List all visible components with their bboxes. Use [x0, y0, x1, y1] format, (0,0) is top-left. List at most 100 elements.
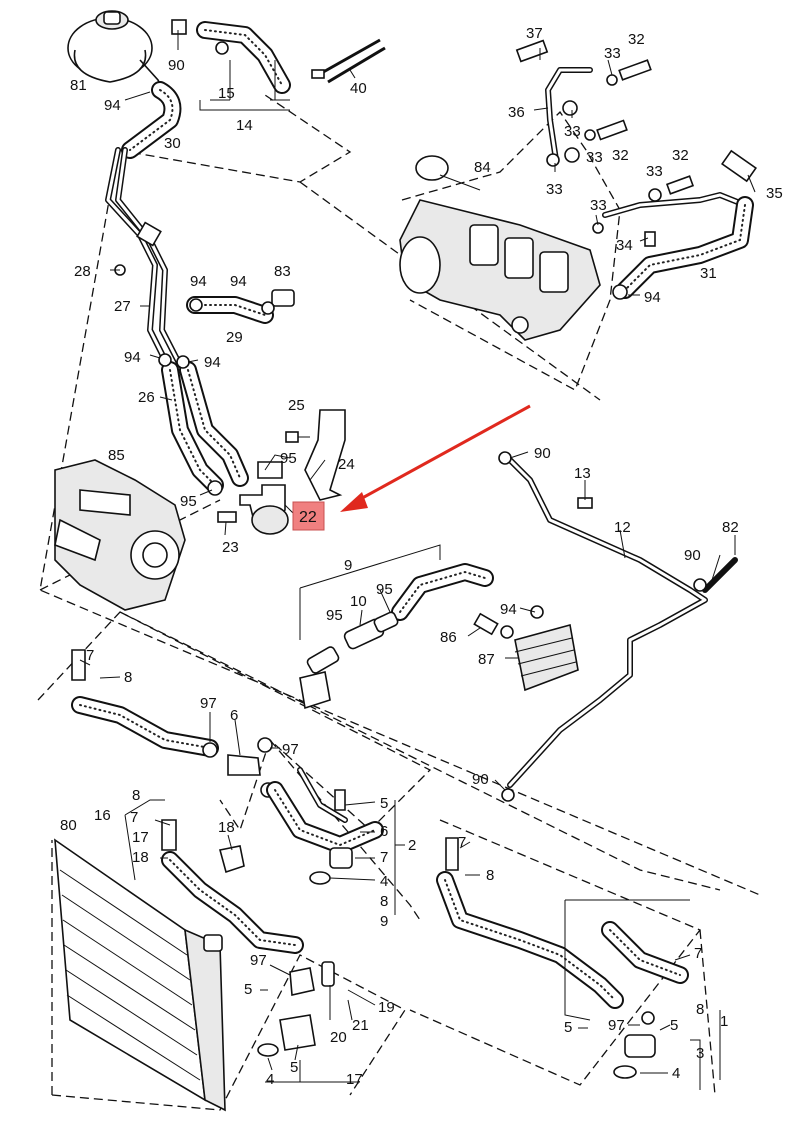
label-37: 37 — [526, 25, 543, 42]
label-32: 32 — [672, 147, 689, 164]
label-5: 5 — [670, 1017, 678, 1034]
part-labels: 81 90 15 14 40 94 30 28 27 94 94 83 29 9… — [60, 25, 783, 1088]
label-7: 7 — [458, 834, 466, 851]
hose-6-8 — [71, 649, 276, 798]
pipe-27 — [105, 147, 183, 368]
label-27: 27 — [114, 298, 131, 315]
label-7: 7 — [86, 647, 94, 664]
label-97: 97 — [608, 1017, 625, 1034]
label-40: 40 — [350, 80, 367, 97]
expansion-tank — [67, 10, 163, 89]
label-1: 1 — [720, 1013, 728, 1030]
radiator-80 — [54, 838, 226, 1112]
label-14: 14 — [236, 117, 253, 134]
label-18: 18 — [218, 819, 235, 836]
label-94: 94 — [644, 289, 661, 306]
label-94: 94 — [500, 601, 517, 618]
label-84: 84 — [474, 159, 491, 176]
label-85: 85 — [108, 447, 125, 464]
highlighted-part-22: 22 — [292, 501, 325, 531]
label-34: 34 — [616, 237, 633, 254]
label-16: 16 — [94, 807, 111, 824]
label-81: 81 — [70, 77, 87, 94]
label-86: 86 — [440, 629, 457, 646]
label-35: 35 — [766, 185, 783, 202]
part-22-housing — [217, 409, 346, 535]
label-90: 90 — [534, 445, 551, 462]
label-31: 31 — [700, 265, 717, 282]
label-80: 80 — [60, 817, 77, 834]
label-8: 8 — [486, 867, 494, 884]
label-26: 26 — [138, 389, 155, 406]
label-15: 15 — [218, 85, 235, 102]
label-33: 33 — [564, 123, 581, 140]
label-13: 13 — [574, 465, 591, 482]
label-95: 95 — [376, 581, 393, 598]
label-90: 90 — [472, 771, 489, 788]
label-94: 94 — [124, 349, 141, 366]
hose-9 — [299, 563, 494, 710]
label-7: 7 — [130, 809, 138, 826]
label-4: 4 — [672, 1065, 680, 1082]
hose-29 — [186, 289, 295, 324]
label-18: 18 — [132, 849, 149, 866]
label-12: 12 — [614, 519, 631, 536]
label-25: 25 — [288, 397, 305, 414]
label-94: 94 — [190, 273, 207, 290]
label-10: 10 — [350, 593, 367, 610]
label-8: 8 — [380, 893, 388, 910]
label-30: 30 — [164, 135, 181, 152]
label-8: 8 — [696, 1001, 704, 1018]
label-33: 33 — [604, 45, 621, 62]
label-94: 94 — [204, 354, 221, 371]
label-2: 2 — [408, 837, 416, 854]
label-17: 17 — [132, 829, 149, 846]
label-83: 83 — [274, 263, 291, 280]
label-33: 33 — [646, 163, 663, 180]
leader-lines — [79, 30, 756, 1090]
label-6: 6 — [380, 823, 388, 840]
label-9: 9 — [344, 557, 352, 574]
label-87: 87 — [478, 651, 495, 668]
label-5: 5 — [244, 981, 252, 998]
rods-40 — [311, 38, 386, 84]
label-3: 3 — [696, 1045, 704, 1062]
label-5: 5 — [564, 1019, 572, 1036]
label-5: 5 — [380, 795, 388, 812]
hose-2 — [266, 767, 384, 885]
turbo-coolant-pipes — [515, 39, 757, 300]
label-36: 36 — [508, 104, 525, 121]
hose-26 — [158, 353, 249, 496]
label-7: 7 — [694, 945, 702, 962]
hose-14 — [171, 19, 291, 94]
label-7: 7 — [380, 849, 388, 866]
label-95: 95 — [180, 493, 197, 510]
label-94: 94 — [230, 273, 247, 290]
label-6: 6 — [230, 707, 238, 724]
label-8: 8 — [124, 669, 132, 686]
label-4: 4 — [380, 873, 388, 890]
label-95: 95 — [326, 607, 343, 624]
label-22: 22 — [299, 509, 317, 526]
label-5: 5 — [290, 1059, 298, 1076]
oil-cooler-87 — [473, 605, 579, 692]
label-33: 33 — [590, 197, 607, 214]
hose-16-17 — [161, 819, 335, 1057]
label-33: 33 — [546, 181, 563, 198]
label-33: 33 — [586, 149, 603, 166]
label-97: 97 — [282, 741, 299, 758]
label-90: 90 — [684, 547, 701, 564]
label-24: 24 — [338, 456, 355, 473]
label-32: 32 — [628, 31, 645, 48]
highlight-arrow — [340, 404, 531, 512]
label-94: 94 — [104, 97, 121, 114]
label-32: 32 — [612, 147, 629, 164]
label-9: 9 — [380, 913, 388, 930]
label-90: 90 — [168, 57, 185, 74]
label-97: 97 — [250, 952, 267, 969]
turbocharger-84 — [399, 155, 601, 341]
label-19: 19 — [378, 999, 395, 1016]
label-20: 20 — [330, 1029, 347, 1046]
label-82: 82 — [722, 519, 739, 536]
